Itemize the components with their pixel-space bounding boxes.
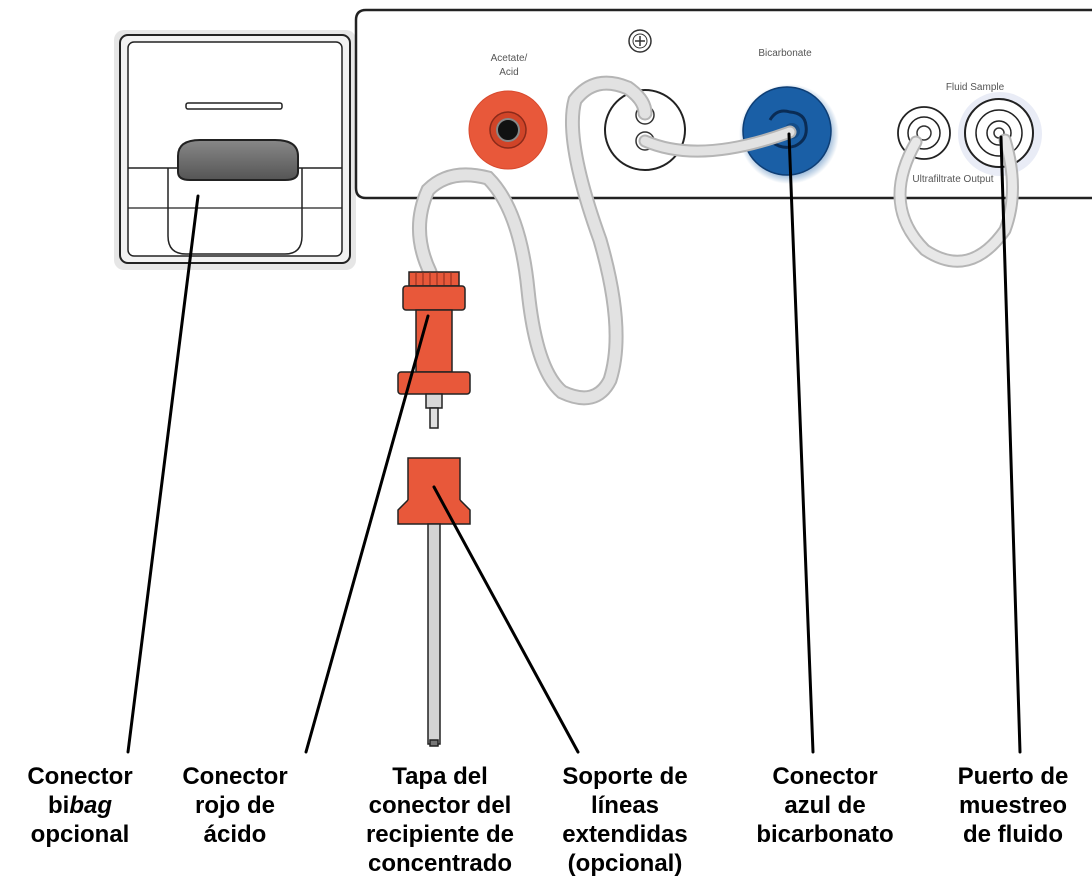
tubes <box>412 75 1019 406</box>
concentrate-cap <box>397 457 471 747</box>
callout-support-line1: Soporte de <box>562 763 688 790</box>
callout-acid-line1: Conector <box>182 763 288 790</box>
fluid-sample-label: Fluid Sample <box>946 82 1005 93</box>
callout-sample-line3: de fluido <box>963 821 1063 848</box>
callout-bibag-line3: opcional <box>30 821 130 848</box>
callout-sample-line1: Puerto de <box>957 763 1069 790</box>
ultrafiltrate-output-label: Ultrafiltrate Output <box>912 174 993 185</box>
callout-sample: Puerto de muestreo de fluido <box>938 762 1088 849</box>
screw-icon <box>628 29 652 53</box>
callout-sample-line2: muestreo <box>958 792 1068 819</box>
leader-lines <box>126 132 1022 754</box>
callout-cap-line3: recipiente de <box>365 821 515 848</box>
acid-port <box>468 90 548 170</box>
callout-bicarb-line1: Conector <box>772 763 878 790</box>
callout-cap-line4: concentrado <box>367 850 513 877</box>
callout-bibag-line1: Conector <box>27 763 133 790</box>
callout-support-line4: (opcional) <box>567 850 683 877</box>
fluid-sample-port <box>958 92 1042 176</box>
acid-wand-connector <box>397 271 471 429</box>
bicarbonate-label: Bicarbonate <box>758 48 812 59</box>
callout-cap-line2: conector del <box>368 792 512 819</box>
callout-cap-line1: Tapa del <box>392 763 488 790</box>
callout-bicarb-line2: azul de <box>784 792 866 819</box>
callout-support: Soporte de líneas extendidas (opcional) <box>545 762 705 878</box>
callout-support-line3: extendidas <box>562 821 688 848</box>
acetate-label-1: Acetate/ <box>491 53 528 64</box>
callout-cap: Tapa del conector del recipiente de conc… <box>355 762 525 878</box>
callout-acid: Conector rojo de ácido <box>180 762 290 849</box>
callout-bibag: Conector bibag opcional <box>10 762 150 849</box>
callout-bicarb-line3: bicarbonato <box>756 821 894 848</box>
acetate-label-2: Acid <box>499 67 518 78</box>
callout-acid-line2: rojo de <box>194 792 275 819</box>
callout-acid-line3: ácido <box>203 821 267 848</box>
callout-support-line2: líneas <box>590 792 660 819</box>
bibag-unit <box>114 30 356 270</box>
callout-bibag-line2: bibag <box>48 792 112 819</box>
callout-bicarb: Conector azul de bicarbonato <box>745 762 905 849</box>
